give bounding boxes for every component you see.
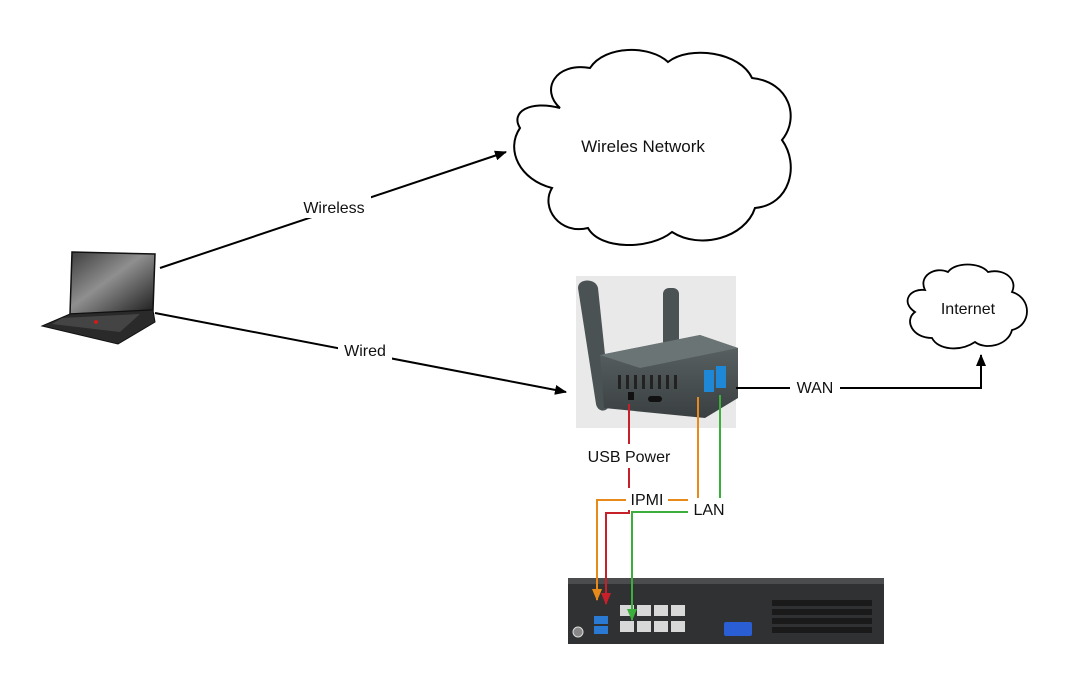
wireless-network-label: Wireles Network xyxy=(581,137,705,156)
edge-lan: LAN xyxy=(627,395,730,621)
laptop-screen xyxy=(69,251,156,315)
router-port-blue-2 xyxy=(716,366,726,388)
trackpoint xyxy=(94,320,98,324)
edge-label-usb-power: USB Power xyxy=(588,449,671,466)
router-port-blue-1 xyxy=(704,370,714,392)
server-vents xyxy=(772,600,872,633)
power-button xyxy=(572,626,584,638)
edge-label-ipmi: IPMI xyxy=(631,492,664,509)
vga-port xyxy=(724,622,752,636)
server-top-edge xyxy=(568,578,884,584)
internet-cloud: Internet xyxy=(906,263,1028,350)
edge-label-wired: Wired xyxy=(344,343,386,360)
edge-wireless: Wireless xyxy=(159,150,507,269)
edge-wired: Wired xyxy=(154,312,567,395)
router-vents xyxy=(618,375,677,389)
router-top xyxy=(600,335,738,368)
edge-label-wan: WAN xyxy=(797,380,834,397)
edge-usb-power: USB Power xyxy=(579,404,679,605)
edge-label-lan: LAN xyxy=(693,502,724,519)
router-button xyxy=(648,396,662,402)
usb-port-2 xyxy=(594,626,608,634)
server-image xyxy=(568,578,884,644)
router-image xyxy=(576,276,738,428)
edge-label-wireless: Wireless xyxy=(303,200,364,217)
cloud-shape xyxy=(513,49,792,247)
cloud-shape xyxy=(906,263,1028,350)
edge-wan: WAN xyxy=(736,354,986,398)
wireless-network-cloud: Wireles Network xyxy=(513,49,792,247)
laptop-image xyxy=(40,251,156,345)
edge-ipmi: IPMI xyxy=(592,397,699,601)
router-antenna-right xyxy=(663,288,679,350)
usb-port-1 xyxy=(594,616,608,624)
router-usb-port xyxy=(628,392,634,400)
internet-label: Internet xyxy=(941,301,996,318)
